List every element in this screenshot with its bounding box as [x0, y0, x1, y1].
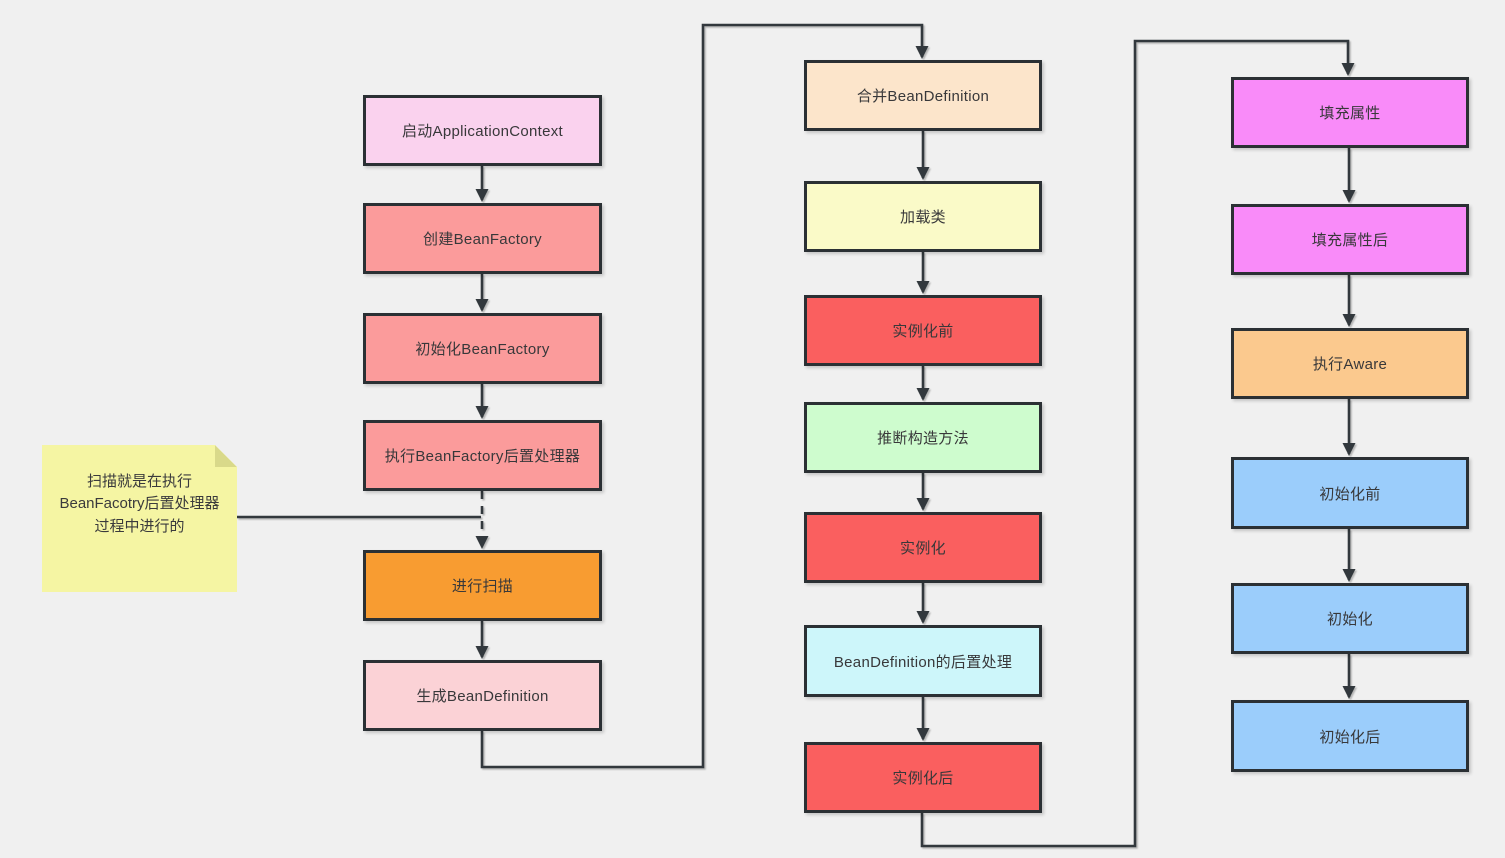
node-label: 初始化BeanFactory: [415, 341, 550, 358]
node-label: 初始化: [1327, 611, 1373, 628]
sticky-note-line: BeanFacotry后置处理器: [59, 495, 220, 513]
node-label: BeanDefinition的后置处理: [833, 653, 1013, 671]
node-label: 初始化后: [1319, 728, 1381, 746]
node-label: 实例化: [900, 540, 946, 557]
node-instantiation: 实例化: [804, 512, 1042, 583]
node-label: 启动ApplicationContext: [401, 123, 564, 140]
node-label: 初始化前: [1319, 485, 1381, 503]
node-execute-aware: 执行Aware: [1231, 328, 1469, 399]
node-populate-properties: 填充属性: [1231, 77, 1469, 148]
node-label: 执行Aware: [1312, 356, 1388, 373]
sticky-note-line: 过程中进行的: [94, 517, 185, 535]
node-beandefinition-postprocess: BeanDefinition的后置处理: [804, 625, 1042, 697]
node-label: 生成BeanDefinition: [416, 688, 549, 705]
node-start-applicationcontext: 启动ApplicationContext: [363, 95, 602, 166]
node-merge-beandefinition: 合并BeanDefinition: [804, 60, 1042, 131]
node-init-beanfactory: 初始化BeanFactory: [363, 313, 602, 384]
node-before-instantiation: 实例化前: [804, 295, 1042, 366]
node-label: 实例化前: [892, 323, 954, 340]
node-label: 创建BeanFactory: [423, 231, 542, 248]
node-after-init: 初始化后: [1231, 700, 1469, 772]
node-init: 初始化: [1231, 583, 1469, 654]
node-scan: 进行扫描: [363, 550, 602, 621]
sticky-note-line: 扫描就是在执行: [86, 472, 192, 490]
node-generate-beandefinition: 生成BeanDefinition: [363, 660, 602, 731]
node-load-class: 加载类: [804, 181, 1042, 252]
node-label: 推断构造方法: [877, 430, 969, 447]
node-create-beanfactory: 创建BeanFactory: [363, 203, 602, 274]
sticky-note: 扫描就是在执行 BeanFacotry后置处理器 过程中进行的: [42, 445, 237, 592]
node-label: 合并BeanDefinition: [856, 88, 990, 105]
node-before-init: 初始化前: [1231, 457, 1469, 529]
node-label: 填充属性后: [1311, 232, 1389, 249]
node-beanfactory-postprocessor: 执行BeanFactory后置处理器: [363, 420, 602, 491]
node-label: 加载类: [900, 209, 946, 226]
node-label: 填充属性: [1319, 105, 1381, 122]
node-after-instantiation: 实例化后: [804, 742, 1042, 813]
node-label: 进行扫描: [451, 578, 514, 595]
sticky-note-fold-corner-icon: [215, 445, 237, 467]
node-label: 实例化后: [892, 770, 954, 787]
node-infer-constructor: 推断构造方法: [804, 402, 1042, 473]
node-label: 执行BeanFactory后置处理器: [384, 448, 581, 465]
node-after-populate-properties: 填充属性后: [1231, 204, 1469, 275]
